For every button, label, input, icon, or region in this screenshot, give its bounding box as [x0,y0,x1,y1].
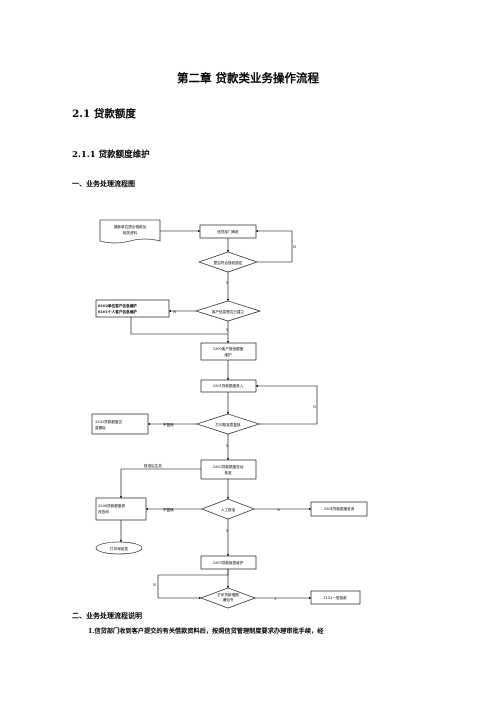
limit-modify-query-box: 3306贷款额度修 改查询 [95,497,147,521]
customer-info-decision: 客户信息是否已建立 [194,300,262,322]
svg-text:是否符合授权规定: 是否符合授权规定 [214,260,243,265]
svg-text:不复核: 不复核 [163,422,174,427]
svg-text:3306贷款额度修: 3306贷款额度修 [98,503,126,508]
subsection-title: 2.1.1 贷款额度维护 [72,150,150,160]
connector-labels: N Y N Y 不复核 N Y 核准后生效 不复核 N Y N Y [144,245,316,601]
limit-query-box: 3304贷款额度查询 [310,501,368,517]
svg-text:3302贷款额度交: 3302贷款额度交 [95,419,123,424]
svg-text:Y: Y [225,529,229,533]
svg-text:3305贷款报表维护: 3305贷款报表维护 [213,560,244,565]
manual-approval-decision: 人工核准 [201,498,255,520]
limit-entry-box: 3301贷款额度录入 [200,379,257,393]
svg-text:N: N [313,405,316,409]
authorization-decision: 是否符合授权规定 [198,251,258,273]
limit-delete-box: 3302贷款额度交 易删除 [91,413,149,435]
svg-text:Y: Y [273,597,277,601]
svg-text:信贷部门审批: 信贷部门审批 [217,229,239,234]
print-review-decision: 打印核准表复核 [196,413,260,435]
svg-text:打印核准表复核: 打印核准表复核 [215,422,241,427]
flowchart-heading: 一、业务处理流程图 [72,179,135,188]
section-title: 2.1 贷款额度 [72,108,136,120]
print-notice-decision: 打印贷款借据 通知书 [200,587,256,609]
svg-text:3300客户授信额度: 3300客户授信额度 [213,346,244,351]
svg-text:N: N [173,310,176,314]
svg-text:易删除: 易删除 [95,425,106,430]
svg-text:维护: 维护 [224,352,232,357]
svg-text:打印贷款借据: 打印贷款借据 [217,592,239,597]
svg-text:N: N [293,245,296,249]
credit-limit-maintenance-box: 3300客户授信额度 维护 [200,342,257,361]
loan-application-document: 借款单位提出借款及 相关资料 [99,219,161,244]
flow-connectors [119,229,318,600]
svg-text:通知书: 通知书 [223,597,234,602]
customer-maintenance-box: 8102单位客户信息维护 8101个人客户信息维护 [95,299,170,318]
svg-text:相关资料: 相关资料 [123,230,138,235]
svg-text:3303贷款额度变动: 3303贷款额度变动 [213,464,244,469]
chapter-title: 第二章 贷款类业务操作流程 [176,71,319,85]
report-maintenance-box: 3305贷款报表维护 [200,555,257,570]
svg-text:Y: Y [225,328,229,332]
svg-text:改查询: 改查询 [98,509,109,514]
svg-text:核准后生效: 核准后生效 [144,463,162,468]
svg-text:Y: Y [225,281,229,285]
svg-text:不复核: 不复核 [163,507,174,512]
description-paragraph: 1.信贷部门收到客户提交的有关借款资料后，按照信贷管理制度要求办理审批手续，经 [88,628,324,635]
svg-text:N: N [277,508,280,512]
svg-text:N: N [153,583,156,587]
svg-text:Y: Y [225,444,229,448]
limit-change-approval-box: 3303贷款额度变动 核准 [200,459,257,480]
svg-text:客户信息是否已建立: 客户信息是否已建立 [212,309,245,314]
svg-text:核准: 核准 [224,470,232,475]
credit-approval-box: 信贷部门审批 [199,224,257,239]
svg-text:3101一般放款: 3101一般放款 [323,595,347,600]
svg-text:3301贷款额度录入: 3301贷款额度录入 [213,383,244,388]
svg-text:人工核准: 人工核准 [221,507,236,512]
svg-text:3304贷款额度查询: 3304贷款额度查询 [324,506,355,511]
svg-text:打印审批表: 打印审批表 [110,546,128,551]
print-approval-terminal: 打印审批表 [95,541,143,555]
process-description-heading: 二、业务处理流程说明 [72,611,142,620]
svg-text:8102单位客户信息维护: 8102单位客户信息维护 [98,303,137,308]
svg-text:借款单位提出借款及: 借款单位提出借款及 [114,224,147,229]
svg-text:8101个人客户信息维护: 8101个人客户信息维护 [98,309,137,314]
general-disbursement-box: 3101一般放款 [310,590,361,605]
